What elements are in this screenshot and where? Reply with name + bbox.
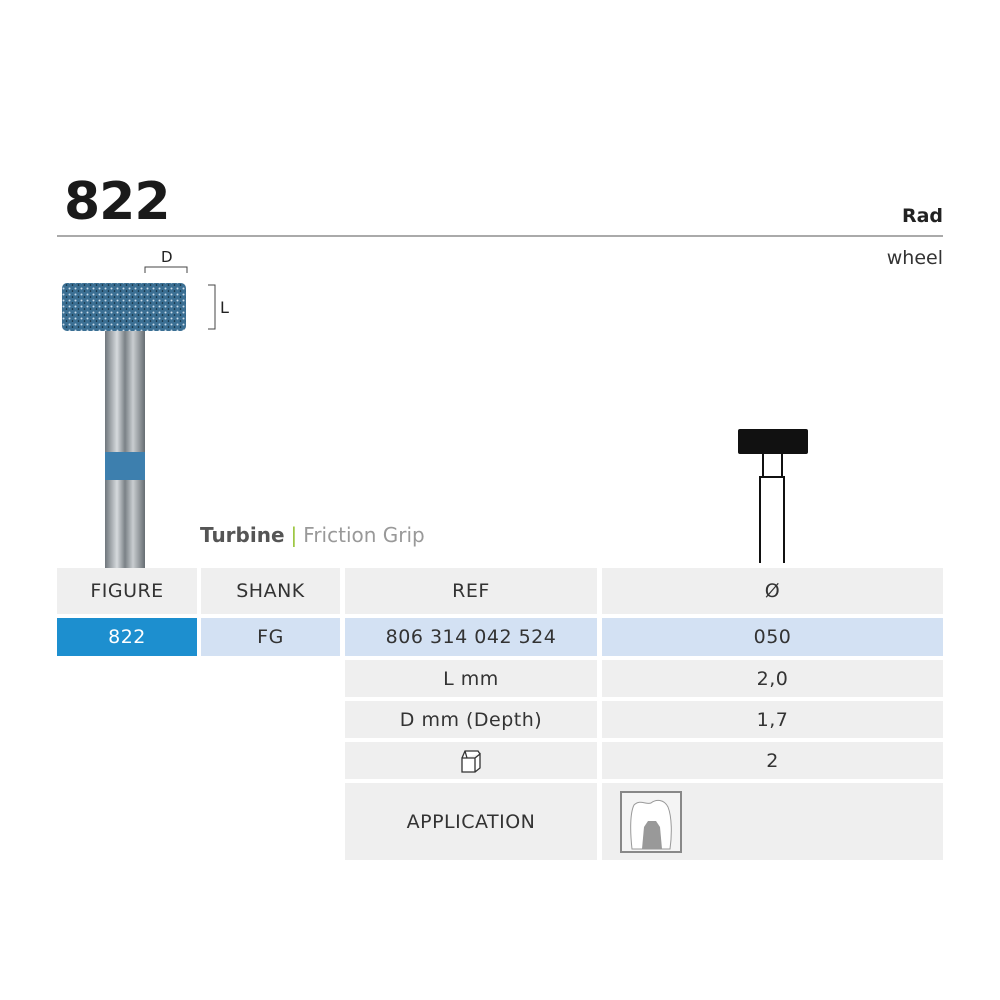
dimension-l-label: L <box>220 298 229 317</box>
product-shape: wheel <box>886 247 943 269</box>
spec-value-d: 1,7 <box>602 701 943 738</box>
spec-value-package: 2 <box>602 742 943 779</box>
header-ref: REF <box>345 568 597 614</box>
product-name: Rad <box>901 205 943 227</box>
dimension-d-label: D <box>161 248 173 266</box>
cell-diameter: 050 <box>602 618 943 656</box>
bur-image <box>62 266 216 570</box>
header-figure: FIGURE <box>57 568 197 614</box>
cell-shank: FG <box>201 618 340 656</box>
spec-label-l: L mm <box>345 660 597 697</box>
spec-label-d: D mm (Depth) <box>345 701 597 738</box>
spec-label-package <box>345 742 597 779</box>
spec-value-l: 2,0 <box>602 660 943 697</box>
application-cell <box>602 783 943 860</box>
application-label: APPLICATION <box>345 783 597 860</box>
shank-type: Turbine|Friction Grip <box>200 523 425 547</box>
cell-ref: 806 314 042 524 <box>345 618 597 656</box>
cell-figure: 822 <box>57 618 197 656</box>
title-divider <box>57 235 943 237</box>
product-number: 822 <box>64 172 171 232</box>
header-shank: SHANK <box>201 568 340 614</box>
bur-technical-drawing <box>738 429 808 563</box>
tooth-application-icon <box>620 790 682 853</box>
package-icon <box>461 749 481 773</box>
header-diameter: Ø <box>602 568 943 614</box>
